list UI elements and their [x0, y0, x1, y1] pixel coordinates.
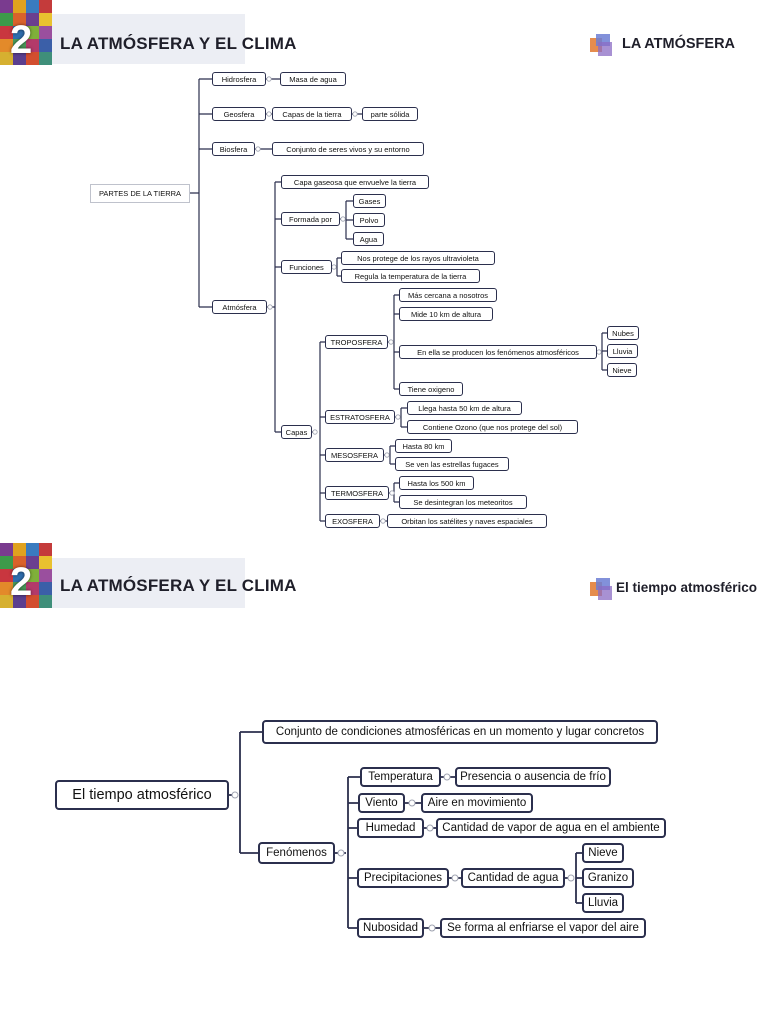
node-tiempo-atmosferico: El tiempo atmosférico: [55, 780, 229, 810]
node-temperatura: Temperatura: [360, 767, 441, 787]
node-nieve: Nieve: [607, 363, 637, 377]
node-hidrosfera: Hidrosfera: [212, 72, 266, 86]
node-aire-movimiento: Aire en movimiento: [421, 793, 533, 813]
node-partes-tierra: PARTES DE LA TIERRA: [90, 184, 190, 203]
node-precipitaciones: Precipitaciones: [357, 868, 449, 888]
node-hasta-500: Hasta los 500 km: [399, 476, 474, 490]
node-humedad: Humedad: [357, 818, 424, 838]
node-geosfera: Geosfera: [212, 107, 266, 121]
node-conjunto-seres: Conjunto de seres vivos y su entorno: [272, 142, 424, 156]
node-estratosfera: ESTRATOSFERA: [325, 410, 395, 424]
node-termosfera: TERMOSFERA: [325, 486, 389, 500]
node-tiene-oxigeno: Tiene oxigeno: [399, 382, 463, 396]
node-hasta-80: Hasta 80 km: [395, 439, 452, 453]
section-title: LA ATMÓSFERA: [622, 36, 736, 52]
node-capas-tierra: Capas de la tierra: [272, 107, 352, 121]
section-title-2: El tiempo atmosférico: [616, 580, 758, 595]
node-granizo: Granizo: [582, 868, 634, 888]
node-se-forma: Se forma al enfriarse el vapor del aire: [440, 918, 646, 938]
node-gases: Gases: [353, 194, 386, 208]
mosaic-logo-2: [0, 543, 52, 609]
node-satelites: Orbitan los satélites y naves espaciales: [387, 514, 547, 528]
node-capa-gaseosa: Capa gaseosa que envuelve la tierra: [281, 175, 429, 189]
section-logo-icon: [590, 34, 612, 56]
header-title: LA ATMÓSFERA Y EL CLIMA: [60, 34, 297, 53]
node-lluvia: Lluvia: [607, 344, 638, 358]
node-funciones: Funciones: [281, 260, 332, 274]
node-cantidad-vapor: Cantidad de vapor de agua en el ambiente: [436, 818, 666, 838]
node-llega-50: Llega hasta 50 km de altura: [407, 401, 522, 415]
node-mas-cercana: Más cercana a nosotros: [399, 288, 497, 302]
node-formada-por: Formada por: [281, 212, 340, 226]
node-nieve-2: Nieve: [582, 843, 624, 863]
node-parte-solida: parte sólida: [362, 107, 418, 121]
node-mide-10: Mide 10 km de altura: [399, 307, 493, 321]
node-atmosfera: Atmósfera: [212, 300, 267, 314]
node-mesosfera: MESOSFERA: [325, 448, 384, 462]
unit-number: 2: [10, 18, 33, 62]
node-protege-rayos: Nos protege de los rayos ultravioleta: [341, 251, 495, 265]
node-biosfera: Biosfera: [212, 142, 255, 156]
section-logo-icon-2: [590, 578, 612, 600]
node-estrellas-fugaces: Se ven las estrellas fugaces: [395, 457, 509, 471]
node-troposfera: TROPOSFERA: [325, 335, 388, 349]
unit-number-2: 2: [10, 560, 33, 604]
node-agua: Agua: [353, 232, 384, 246]
node-fenomenos-atmosfericos: En ella se producen los fenómenos atmosf…: [399, 345, 597, 359]
node-regula-temperatura: Regula la temperatura de la tierra: [341, 269, 480, 283]
node-cantidad-agua: Cantidad de agua: [461, 868, 565, 888]
node-nubes: Nubes: [607, 326, 639, 340]
node-lluvia-2: Lluvia: [582, 893, 624, 913]
node-masa-agua: Masa de agua: [280, 72, 346, 86]
node-polvo: Polvo: [353, 213, 385, 227]
node-meteoritos: Se desintegran los meteoritos: [399, 495, 527, 509]
header-title-2: LA ATMÓSFERA Y EL CLIMA: [60, 576, 297, 595]
node-fenomenos: Fenómenos: [258, 842, 335, 864]
mosaic-logo: [0, 0, 52, 66]
node-presencia-frio: Presencia o ausencia de frío: [455, 767, 611, 787]
node-definicion: Conjunto de condiciones atmosféricas en …: [262, 720, 658, 744]
node-ozono: Contiene Ozono (que nos protege del sol): [407, 420, 578, 434]
node-capas: Capas: [281, 425, 312, 439]
node-nubosidad: Nubosidad: [357, 918, 424, 938]
node-viento: Viento: [358, 793, 405, 813]
node-exosfera: EXOSFERA: [325, 514, 380, 528]
